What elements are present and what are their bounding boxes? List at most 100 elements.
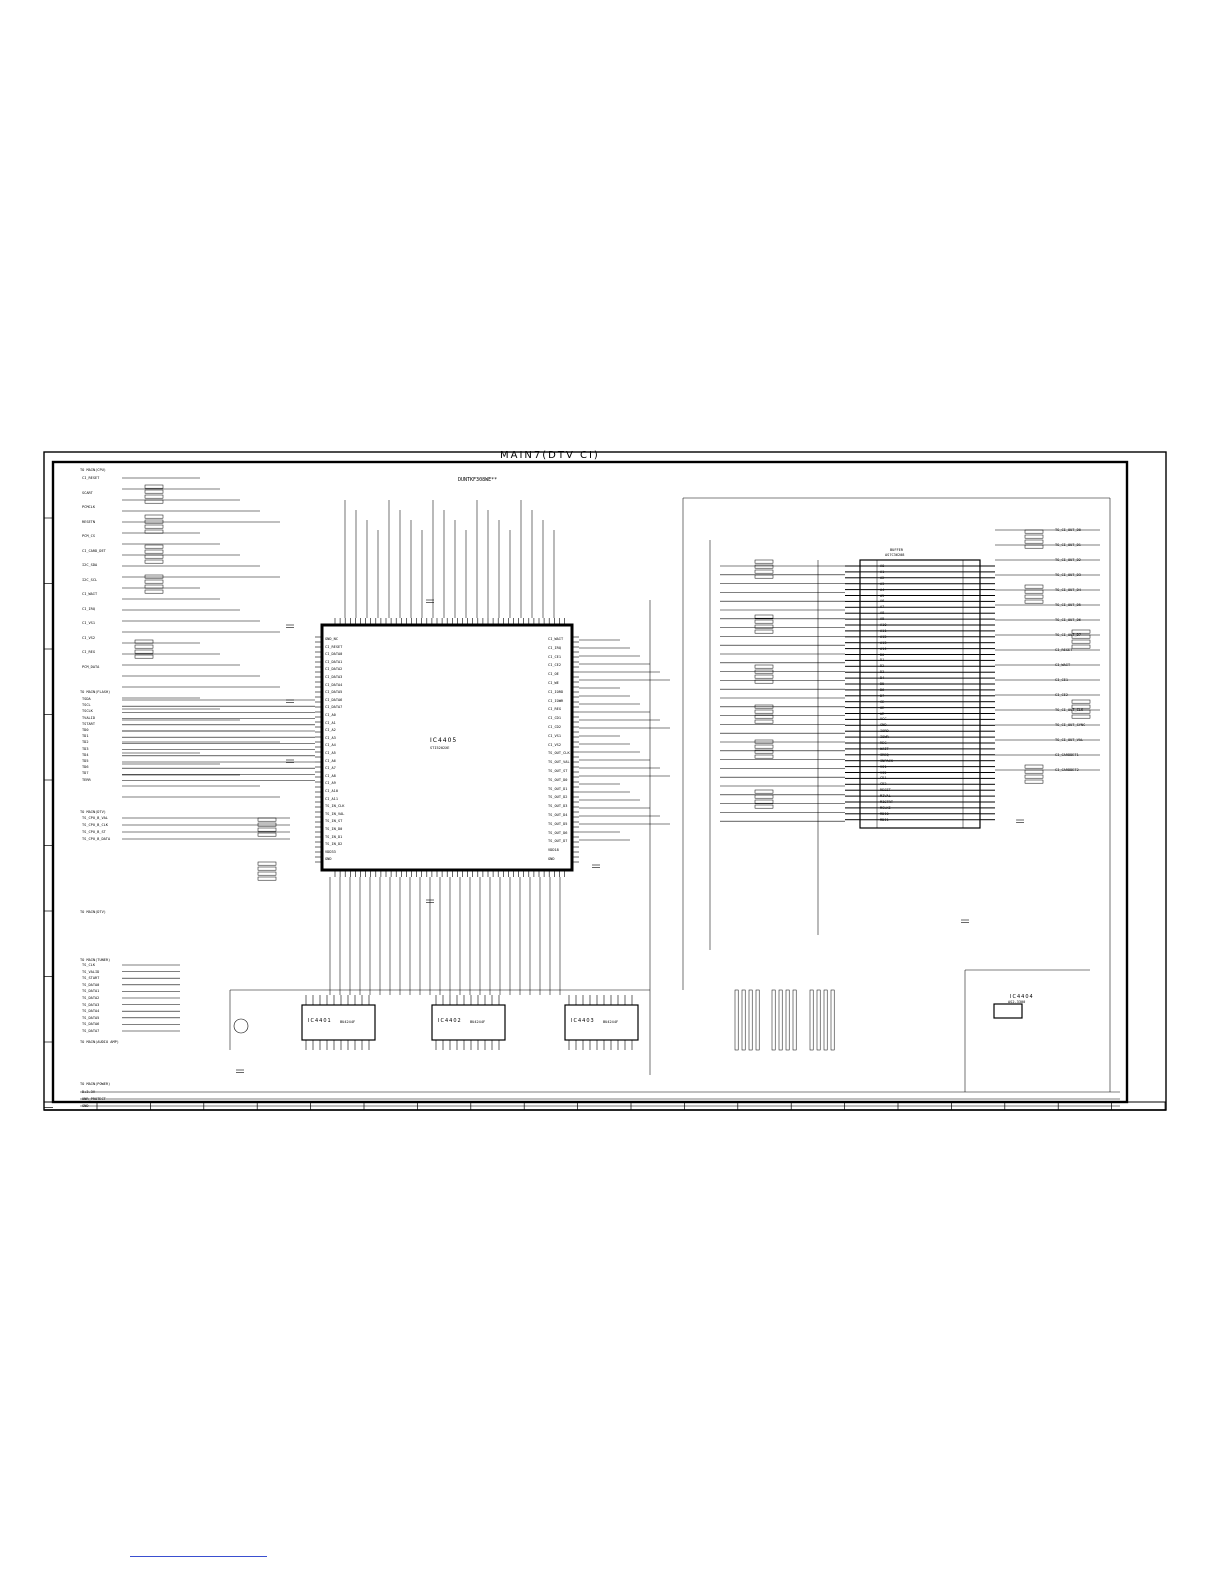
buffer-center-pin: D1 xyxy=(880,658,885,663)
cpu-signal-label: RESETN xyxy=(82,519,95,524)
right-signal-label: TS_CI_OUT_VAL xyxy=(1055,738,1084,742)
resistor-array-element xyxy=(257,822,277,827)
cpu-signal-label: SCART xyxy=(82,490,93,495)
buffer-center-pin: A6 xyxy=(880,599,885,604)
ic4404-part: AS2-3300 xyxy=(1008,1000,1026,1004)
resistor-array-element xyxy=(144,484,164,489)
sheet-title: MAIN7(DTV CI) xyxy=(500,450,600,461)
tuner-signal-label: TS_CLK xyxy=(82,963,95,967)
buffer-center-pin: OE xyxy=(880,705,885,710)
main-ic-left-pin: CI_A10 xyxy=(325,789,338,793)
main-ic-right-pin: TS_OUT_ST xyxy=(548,769,568,773)
buffer-center-pin: D2 xyxy=(880,664,885,669)
buffer-center-pin: CE xyxy=(880,699,885,704)
resistor-array-element xyxy=(1024,589,1044,594)
resistor-array-element xyxy=(754,679,774,684)
main-ic-right-pin: CI_IRQ xyxy=(548,645,561,650)
tuner-signal-label: TS_DATA5 xyxy=(82,1015,100,1020)
right-signal-label: CI_CE2 xyxy=(1055,693,1068,697)
resistor-array-element xyxy=(1071,629,1091,634)
right-signal-label: TS_CI_OUT_D4 xyxy=(1055,588,1081,592)
resistor-array-element xyxy=(1024,534,1044,539)
resistor-array-element xyxy=(1024,544,1044,549)
buffer-center-pin: A0 xyxy=(880,564,885,568)
resistor-array-element xyxy=(1024,599,1044,604)
tuner-signal-label: TS_DATA4 xyxy=(82,1009,100,1014)
resistor-array-element xyxy=(144,489,164,494)
buffer-center-pin: A3 xyxy=(880,581,885,586)
buffer-center-pin: A10 xyxy=(880,623,887,627)
buffer-center-pin: A2 xyxy=(880,575,885,580)
buffer-center-pin: IORD xyxy=(880,729,889,734)
connector-dtv-2: TO MAIN(DTV) xyxy=(80,910,106,914)
main-ic-right-pin: CI_CD2 xyxy=(548,725,561,729)
main-ic-left-pin: CI_A5 xyxy=(325,751,336,755)
tuner-signal-label: TS_VALID xyxy=(82,969,100,974)
cpu-signal-label: I2C_SDA xyxy=(82,563,98,567)
main-ic-right-pin: CI_VS1 xyxy=(548,733,561,738)
cpu-signal-label: CI_IRQ xyxy=(82,606,95,611)
right-signal-label: TS_CI_OUT_D0 xyxy=(1055,528,1081,532)
resistor-array-element xyxy=(144,519,164,524)
buffer-center-pin: A14 xyxy=(880,646,887,651)
right-signal-label: TS_CI_OUT_D2 xyxy=(1055,558,1081,562)
resistor-array-element xyxy=(1071,639,1091,644)
resistor-array-element xyxy=(1024,769,1044,774)
resistor-array-element xyxy=(144,559,164,564)
right-signal-label: TS_CI_OUT_D5 xyxy=(1055,603,1081,607)
cpu-signal-label: CI_REG xyxy=(82,650,95,654)
main-ic-right-pin: TS_OUT_D0 xyxy=(548,777,568,782)
buffer-center-pin: A4 xyxy=(880,587,885,592)
resistor-array-element xyxy=(754,669,774,674)
tuner-signal-label: TS_DATA1 xyxy=(82,989,100,994)
right-signal-label: TS_CI_OUT_CLK xyxy=(1055,708,1084,712)
buffer-block xyxy=(845,559,995,829)
buffer-center-pin: MCLKI xyxy=(880,805,891,810)
right-signal-label: CI_WAIT xyxy=(1055,663,1071,667)
main-ic-left-pin: CI_DATA7 xyxy=(325,705,343,710)
main-ic-left-pin: CI_DATA0 xyxy=(325,652,343,657)
main-ic-right-pin: CI_REG xyxy=(548,707,561,712)
buffer-center-pin: D6 xyxy=(880,687,885,692)
main-ic-left-pin: CI_A3 xyxy=(325,735,336,740)
main-ic-left-pin: CI_DATA1 xyxy=(325,659,343,664)
power-signal-label: UNR_PROTECT xyxy=(82,1097,106,1101)
connector-power: TO MAIN(POWER) xyxy=(80,1082,111,1086)
flash-signal-label: TSCLK xyxy=(82,709,93,714)
resistor-array-element xyxy=(1071,699,1091,704)
sheet-frame xyxy=(43,451,1167,1111)
main-ic-right-pin: CI_OE xyxy=(548,672,559,677)
cpu-signal-label: PCM_DATA xyxy=(82,664,100,669)
resistor-array-element xyxy=(754,754,774,759)
resistor-array-element xyxy=(754,714,774,719)
main-ic-right-pin: CI_WE xyxy=(548,681,559,685)
tuner-signal-label: TS_DATA6 xyxy=(82,1022,100,1027)
main-ic-left-pin: CI_A8 xyxy=(325,773,336,778)
connector-cpu: TO MAIN(CPU) xyxy=(80,468,106,472)
connector-dtv: TO MAIN(DTV) xyxy=(80,810,106,814)
main-ic-right-pin: TS_OUT_CLK xyxy=(548,751,570,756)
resistor-array-element xyxy=(1024,529,1044,534)
dtv-signal-label: TS_CPU_B_CLK xyxy=(82,823,108,827)
resistor-array-element xyxy=(257,827,277,832)
resistor-array-element xyxy=(144,549,164,554)
tuner-signal-label: TS_DATA0 xyxy=(82,982,100,987)
buffer-chip-2 xyxy=(431,1004,506,1041)
cpu-signal-label: PCMCLK xyxy=(82,505,95,509)
resistor-array-element xyxy=(1071,644,1091,649)
vertical-resistor-element xyxy=(816,989,821,1051)
main-ic-right-pin: TS_OUT_VAL xyxy=(548,760,570,765)
main-ic-left-pin: CI_A9 xyxy=(325,781,336,786)
buffer-center-pin: A11 xyxy=(880,628,887,633)
flash-signal-label: TD7 xyxy=(82,771,89,776)
buffer-chip-3 xyxy=(564,1004,639,1041)
main-ic-left-pin: CI_A1 xyxy=(325,720,336,725)
vertical-resistor-element xyxy=(792,989,797,1051)
buffer-center-pin: A9 xyxy=(880,617,885,622)
resistor-array-element xyxy=(754,614,774,619)
flash-signal-label: TSDA xyxy=(82,697,91,701)
buffer-center-pin: CD2 xyxy=(880,782,887,787)
ic4403-part: BU4244F xyxy=(603,1020,619,1024)
ic4404-small-chip xyxy=(993,1003,1023,1019)
buffer-center-pin: MISTRT xyxy=(880,800,893,804)
